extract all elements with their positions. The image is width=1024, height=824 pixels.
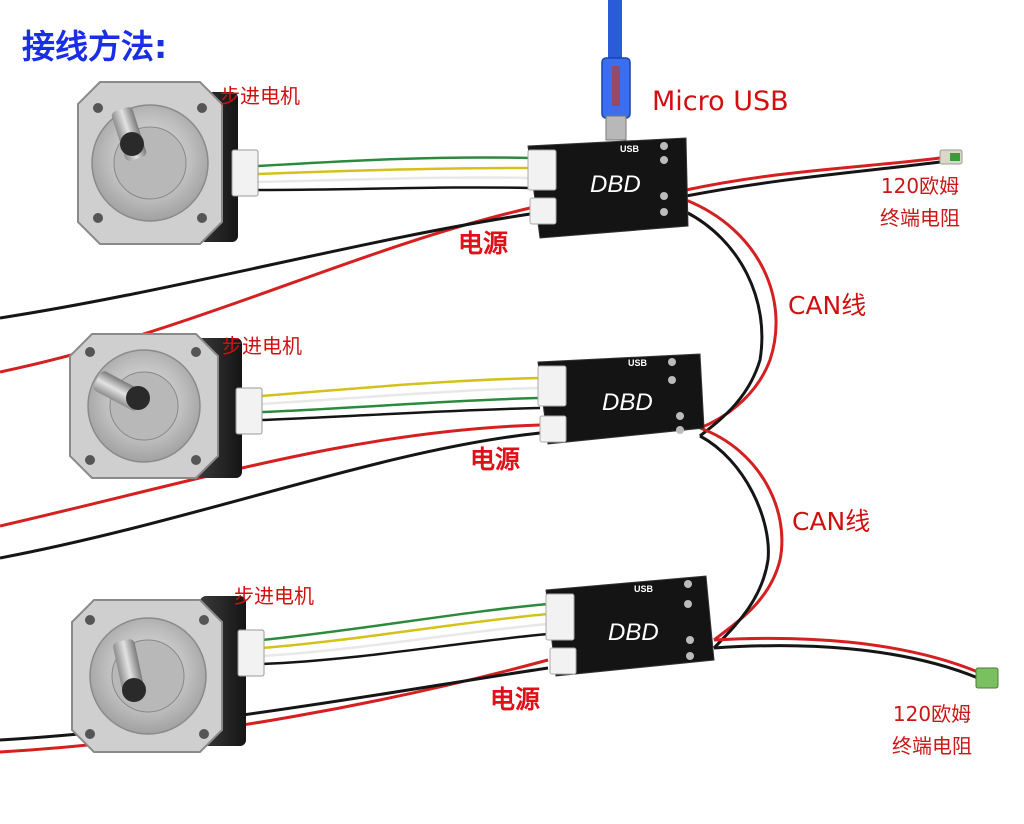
terminator-resistor-top xyxy=(939,149,963,165)
driver-board-1: DBD USB xyxy=(527,137,689,239)
board-logo: DBD xyxy=(602,389,653,416)
board-usb-mark: USB xyxy=(634,584,654,594)
resistor-label-top-line2: 终端电阻 xyxy=(880,206,960,230)
terminator-resistor-bottom xyxy=(975,667,999,689)
board-logo: DBD xyxy=(608,619,659,646)
power-wires-2 xyxy=(0,423,541,560)
motor-wires-1 xyxy=(257,156,531,192)
driver-board-2: DBD USB xyxy=(537,353,705,445)
resistor-label-bottom-line2: 终端电阻 xyxy=(892,734,972,758)
board-logo: DBD xyxy=(590,171,641,198)
page-title: 接线方法: xyxy=(22,27,168,66)
usb-cable xyxy=(601,0,631,141)
power-label-2: 电源 xyxy=(470,445,521,474)
motor-label-2: 步进电机 xyxy=(222,334,302,358)
usb-label: Micro USB xyxy=(652,86,789,117)
stepper-motor-2 xyxy=(69,333,263,479)
driver-board-3: DBD USB xyxy=(545,575,715,677)
resistor-label-bottom-line1: 120欧姆 xyxy=(892,702,972,726)
stepper-motor-3 xyxy=(71,596,265,753)
can-wires xyxy=(685,156,979,680)
power-label-3: 电源 xyxy=(490,685,541,714)
motor-label-3: 步进电机 xyxy=(234,584,314,608)
board-usb-mark: USB xyxy=(628,358,648,368)
motor-label-1: 步进电机 xyxy=(220,84,300,108)
board-usb-mark: USB xyxy=(620,144,640,154)
power-label-1: 电源 xyxy=(458,229,509,258)
resistor-label-top-line1: 120欧姆 xyxy=(880,174,960,198)
can-label-1: CAN线 xyxy=(788,291,867,320)
resistor-label-bottom: 120欧姆 终端电阻 xyxy=(892,698,972,762)
stepper-motor-1 xyxy=(77,81,259,245)
motor-wires-2 xyxy=(261,376,541,422)
resistor-label-top: 120欧姆 终端电阻 xyxy=(880,170,960,234)
can-label-2: CAN线 xyxy=(792,507,871,536)
motor-wires-3 xyxy=(261,602,549,666)
